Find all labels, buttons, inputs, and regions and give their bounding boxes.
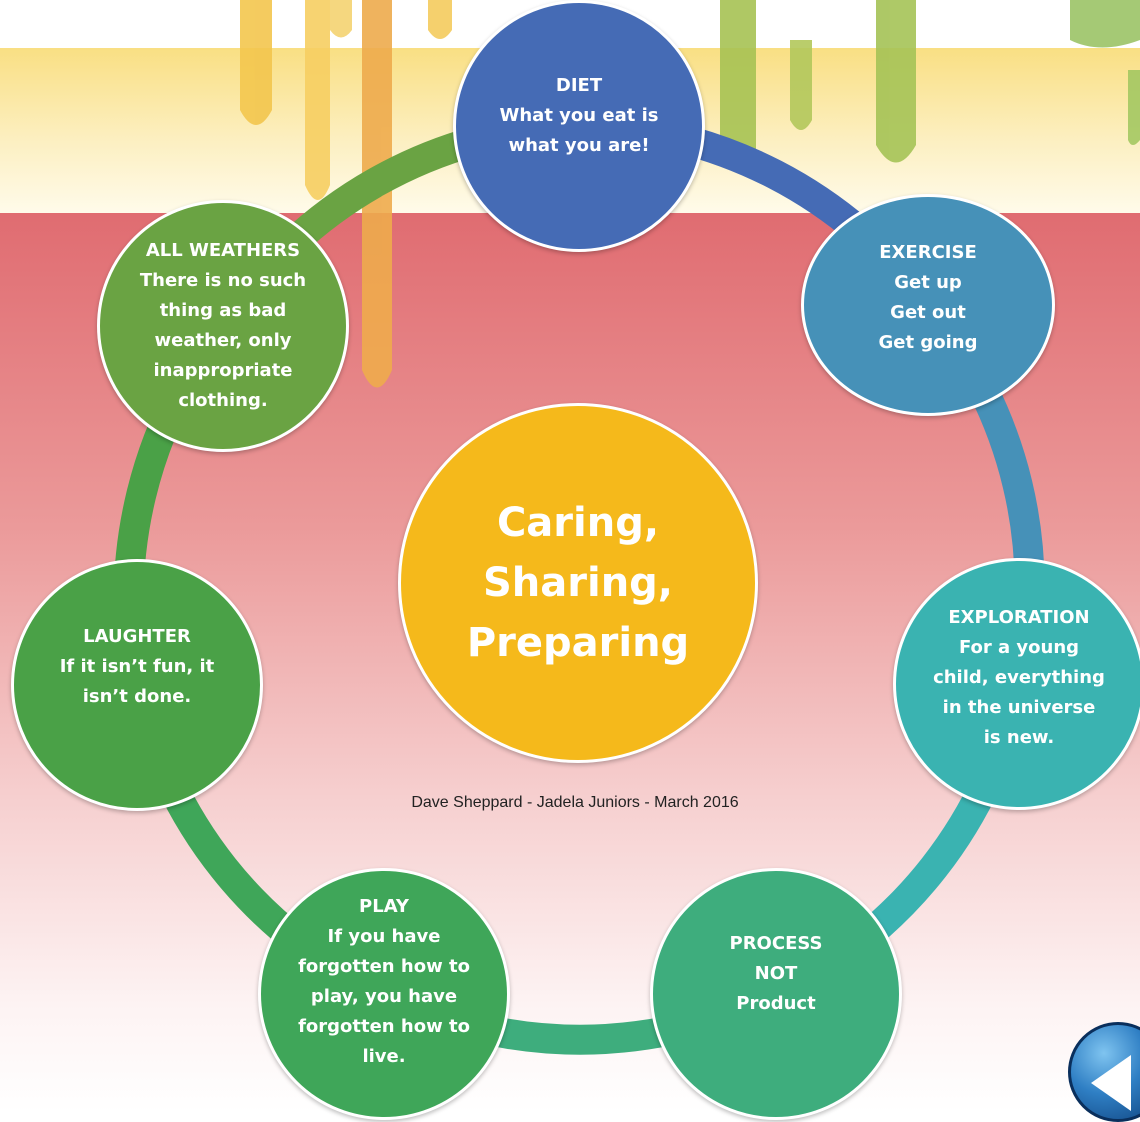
center-title: Caring, Sharing, Preparing (466, 500, 690, 666)
back-arrow-icon (1091, 1055, 1131, 1111)
node-diet-text: DIET What you eat is what you are! (499, 75, 659, 156)
node-laughter: LAUGHTER If it isn’t fun, it isn’t done. (11, 559, 263, 811)
node-exercise: EXERCISE Get up Get out Get going (801, 194, 1055, 416)
node-diet: DIET What you eat is what you are! (453, 0, 705, 252)
node-process: PROCESS NOT Product (650, 868, 902, 1120)
node-all-weathers-text: ALL WEATHERS There is no such thing as b… (139, 240, 307, 411)
node-process-text: PROCESS NOT Product (729, 933, 823, 1014)
back-button[interactable] (1068, 1022, 1140, 1122)
node-play: PLAY If you have forgotten how to play, … (258, 868, 510, 1120)
node-all-weathers: ALL WEATHERS There is no such thing as b… (97, 200, 349, 452)
node-play-text: PLAY If you have forgotten how to play, … (298, 896, 470, 1067)
credit-text: Dave Sheppard - Jadela Juniors - March 2… (411, 794, 739, 811)
center-circle: Caring, Sharing, Preparing (398, 403, 758, 763)
node-exploration: EXPLORATION For a young child, everythin… (893, 558, 1140, 810)
node-laughter-text: LAUGHTER If it isn’t fun, it isn’t done. (59, 626, 215, 707)
node-exploration-text: EXPLORATION For a young child, everythin… (933, 607, 1105, 748)
node-exercise-text: EXERCISE Get up Get out Get going (878, 242, 978, 353)
